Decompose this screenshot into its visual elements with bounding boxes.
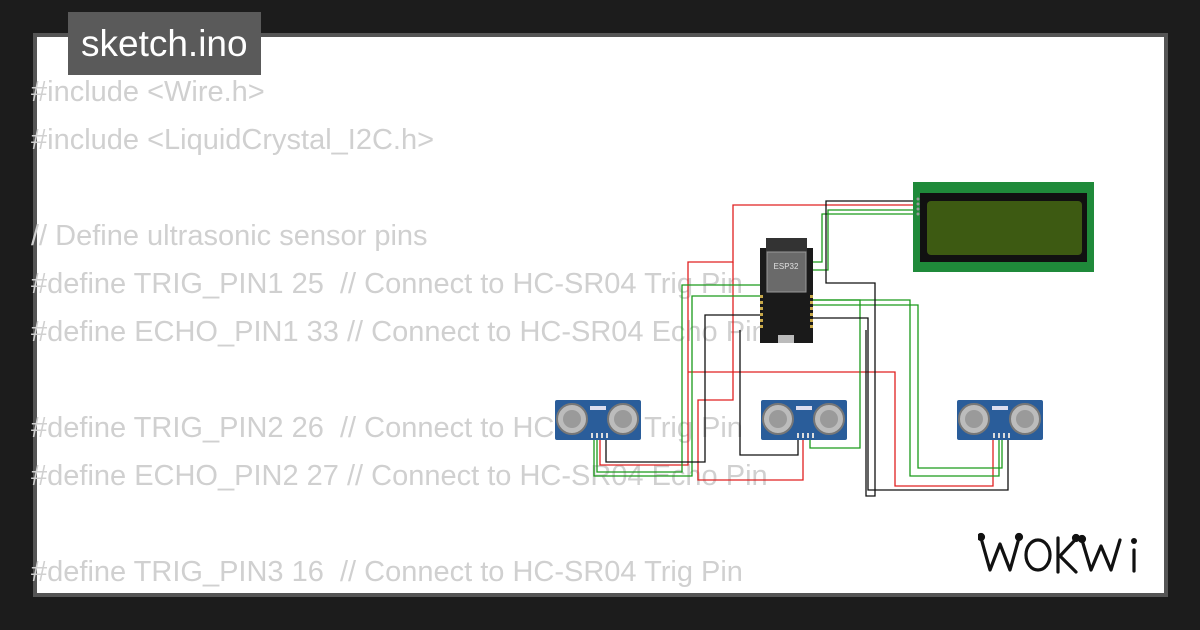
wire [688, 371, 994, 487]
ultrasonic-sensor-2[interactable] [761, 400, 847, 440]
wokwi-logo [976, 528, 1150, 578]
code-line: #define TRIG_PIN1 25 // Connect to HC-SR… [31, 268, 743, 300]
wire [599, 204, 916, 466]
code-line: // Define ultrasonic sensor pins [31, 220, 428, 252]
wires [593, 200, 1009, 497]
code-line: #define ECHO_PIN1 33 // Connect to HC-SR… [31, 316, 768, 348]
code-line: #define TRIG_PIN2 26 // Connect to HC-SR… [31, 412, 743, 444]
ultrasonic-sensor-1[interactable] [555, 400, 641, 440]
wire [812, 213, 916, 263]
wire [812, 304, 1003, 469]
wire [593, 295, 760, 477]
wire [825, 200, 916, 497]
file-name: sketch.ino [81, 23, 248, 64]
wire [596, 284, 760, 473]
wire [739, 330, 799, 456]
code-line: #include <LiquidCrystal_I2C.h> [31, 124, 435, 156]
wire [811, 209, 916, 278]
code-line: #define ECHO_PIN2 27 // Connect to HC-SR… [31, 460, 768, 492]
lcd-display[interactable] [913, 182, 1094, 272]
esp32-board[interactable]: ESP32 [760, 238, 813, 343]
wire [812, 299, 1000, 477]
ultrasonic-sensor-3[interactable] [957, 400, 1043, 440]
wire [812, 317, 1009, 491]
wire [605, 314, 760, 463]
preview-canvas [37, 37, 1164, 593]
code-line: #include <Wire.h> [31, 76, 265, 108]
code-line: #define TRIG_PIN3 16 // Connect to HC-SR… [31, 556, 743, 588]
code-text: #include <Wire.h> #include <LiquidCrystal… [31, 68, 768, 596]
wire [697, 262, 804, 481]
file-name-badge: sketch.ino [68, 12, 261, 75]
esp32-label: ESP32 [774, 262, 799, 271]
